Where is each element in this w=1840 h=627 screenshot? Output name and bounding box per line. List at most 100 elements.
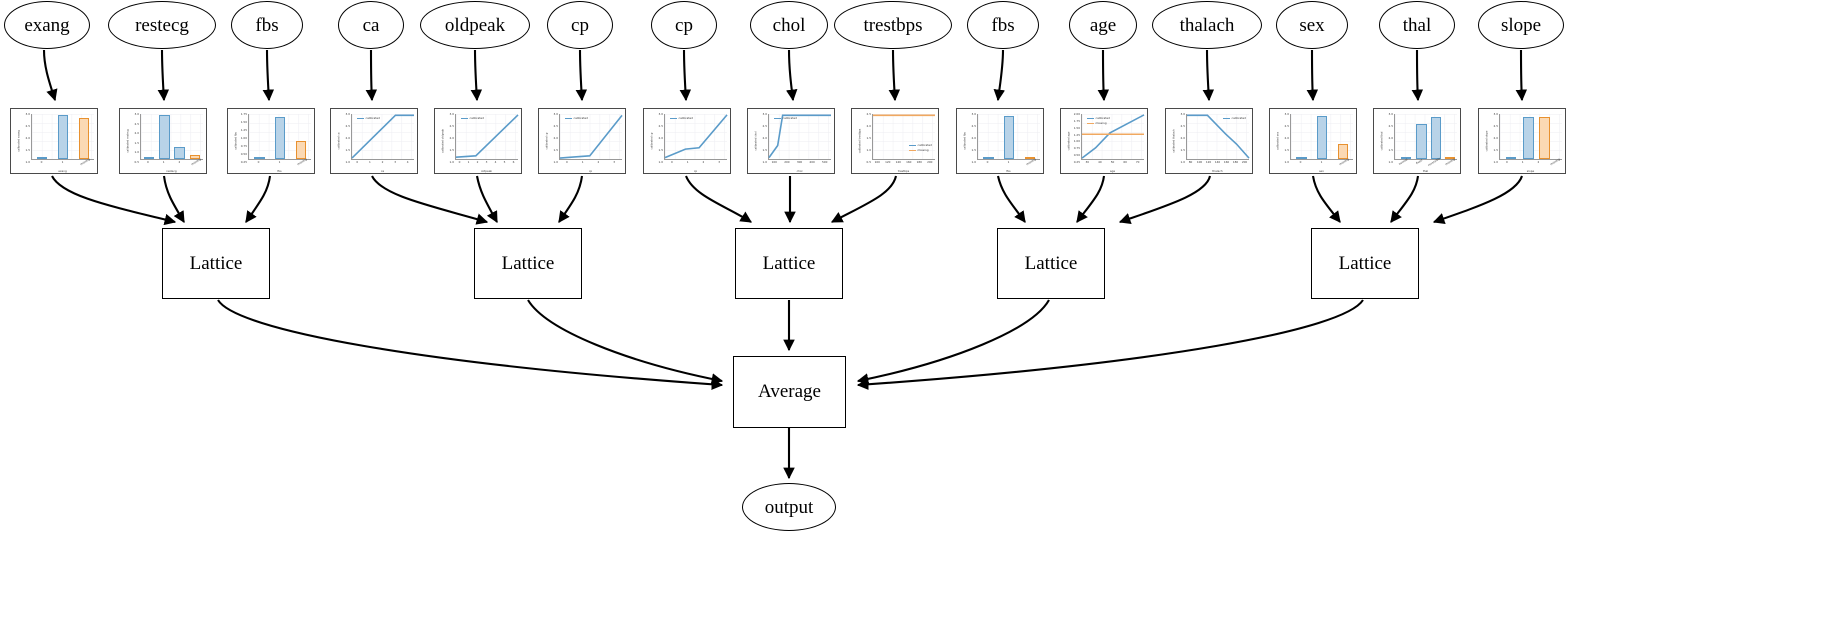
plot-y-axis-label: calibrated restecg	[126, 129, 130, 153]
plot-area	[872, 114, 935, 160]
plot-bars	[249, 114, 311, 159]
feature-node-oldpeak[interactable]: oldpeak	[420, 1, 530, 49]
plot-y-tick: 2.0	[1284, 136, 1289, 140]
plot-y-tick: 2.0	[658, 136, 663, 140]
lattice-node-3[interactable]: Lattice	[997, 228, 1105, 299]
plot-y-axis-label: calibrated age	[1067, 131, 1071, 151]
plot-line-calibrated	[456, 115, 518, 157]
plot-legend: calibrated	[1222, 116, 1246, 121]
lattice-node-4[interactable]: Lattice	[1311, 228, 1419, 299]
average-node[interactable]: Average	[733, 356, 846, 428]
output-node[interactable]: output	[742, 483, 836, 531]
plot-bars	[1395, 114, 1457, 159]
plot-area	[664, 114, 727, 160]
plot-y-tick: 1.25	[1073, 132, 1080, 137]
plot-x-axis-label: oldpeak	[480, 169, 493, 173]
plot-bar-calibrated	[1523, 116, 1534, 159]
plot-x-axis-label: fbs	[1006, 169, 1011, 173]
plot-y-tick: 3.0	[1493, 112, 1498, 116]
plot-x-axis-label: age	[1109, 169, 1116, 173]
feature-node-ca[interactable]: ca	[338, 1, 404, 49]
feature-node-label: slope	[1500, 14, 1542, 36]
plot-area	[1081, 114, 1144, 160]
lattice-node-1[interactable]: Lattice	[474, 228, 582, 299]
plot-x-tick: 6	[512, 160, 515, 164]
plot-to-lattice-edges	[51, 175, 1523, 226]
plot-y-tick: 0.50	[1073, 153, 1080, 158]
legend-swatch-calibrated	[670, 117, 677, 120]
plot-y-tick: 1.0	[658, 160, 663, 164]
plot-y-tick: 1.5	[1388, 148, 1393, 152]
feature-node-age[interactable]: age	[1069, 1, 1137, 49]
feature-node-trestbps[interactable]: trestbps	[834, 1, 952, 49]
feature-node-cp-1[interactable]: cp	[547, 1, 613, 49]
plot-x-tick: 40	[1098, 160, 1102, 164]
plot-y-tick: 1.5	[345, 148, 350, 152]
feature-node-slope[interactable]: slope	[1478, 1, 1564, 49]
plot-x-tick: 0	[670, 160, 673, 164]
feature-node-chol[interactable]: chol	[750, 1, 828, 49]
plot-y-tick: 1.75	[1073, 118, 1080, 123]
feature-node-cp-2[interactable]: cp	[651, 1, 717, 49]
plot-y-axis-label: calibrated exang	[17, 130, 21, 152]
plot-x-tick: 4	[406, 160, 409, 164]
plot-area	[351, 114, 414, 160]
feature-node-restecg[interactable]: restecg	[108, 1, 216, 49]
feature-node-exang[interactable]: exang	[4, 1, 90, 49]
plot-y-tick: 2.0	[553, 136, 558, 140]
plot-y-axis-label: calibrated oldpeak	[441, 128, 445, 154]
plot-x-tick: 120	[885, 160, 891, 164]
plot-x-tick: 200	[784, 160, 790, 164]
plot-bar-calibrated	[1416, 124, 1427, 159]
plot-x-axis-label: ca	[380, 169, 385, 173]
feature-node-thal[interactable]: thal	[1379, 1, 1455, 49]
plot-y-tick: 3.0	[1388, 112, 1393, 116]
feature-node-label: age	[1089, 14, 1117, 36]
feature-node-fbs-2[interactable]: fbs	[967, 1, 1039, 49]
plot-line-calibrated	[1187, 115, 1249, 158]
plot-y-tick: 2.00	[1073, 112, 1080, 116]
plot-legend: calibrated	[565, 116, 588, 121]
plot-y-tick: 2.5	[658, 124, 663, 128]
plot-y-tick: 2.0	[449, 136, 454, 140]
lattice-node-2[interactable]: Lattice	[735, 228, 843, 299]
lattice-node-0[interactable]: Lattice	[162, 228, 270, 299]
plot-x-tick: 50	[1110, 160, 1115, 164]
plot-legend: calibrated	[670, 116, 693, 121]
plot-x-axis-label: exang	[58, 169, 67, 173]
plot-x-tick: 0	[986, 160, 989, 164]
plot-gridlines	[1082, 114, 1144, 159]
plot-x-tick: 1	[1007, 160, 1010, 164]
feature-node-fbs-1[interactable]: fbs	[231, 1, 303, 49]
feature-node-sex[interactable]: sex	[1276, 1, 1348, 49]
plot-y-tick: 1.0	[1284, 160, 1289, 164]
legend-swatch-calibrated	[565, 117, 572, 120]
plot-y-tick: 2.0	[345, 136, 350, 140]
plot-bars	[1291, 114, 1353, 159]
feature-node-thalach[interactable]: thalach	[1152, 1, 1262, 49]
legend-swatch-calibrated	[461, 117, 468, 120]
plot-lines	[560, 114, 622, 159]
